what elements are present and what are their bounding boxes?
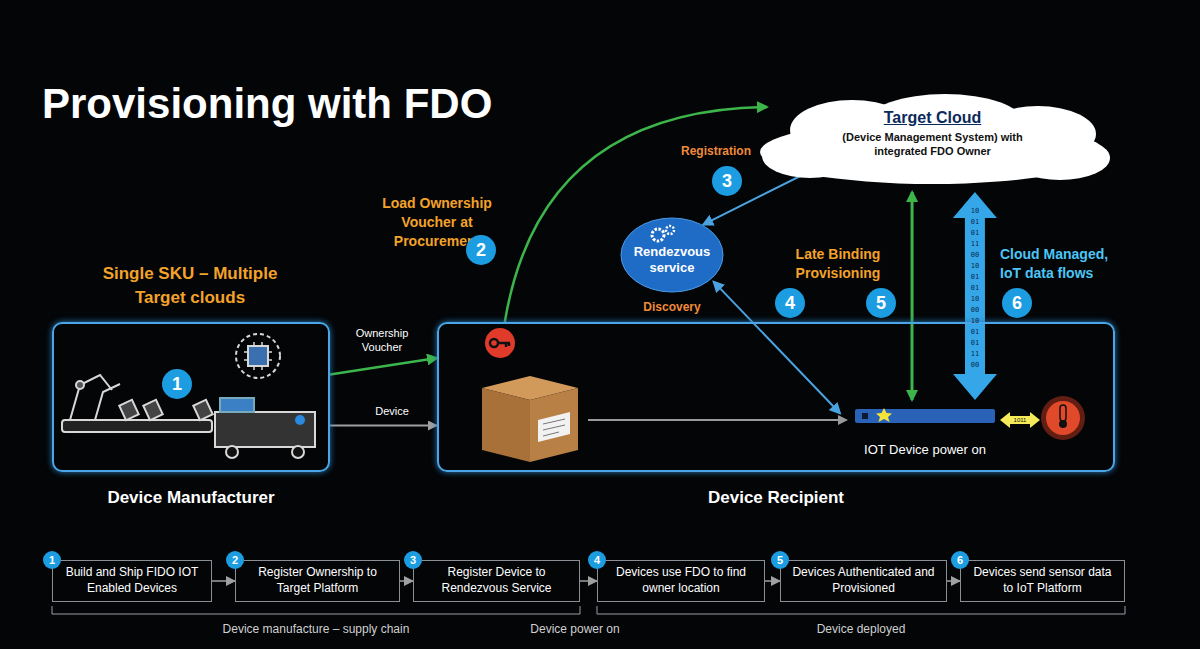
sensor-icon — [1041, 396, 1085, 440]
cloud-shape: Target Cloud (Device Management System) w… — [740, 92, 1125, 192]
callout-number: 1 — [162, 369, 192, 399]
callout-number: 5 — [866, 288, 896, 318]
recipient-panel: Device RecipientIOT Device power on — [437, 322, 1115, 472]
process-box: Register Device to Rendezvous Service — [413, 560, 580, 602]
binary-data: 1011 — [1010, 415, 1030, 425]
node-text: Device Manufacturer — [54, 488, 328, 508]
callout-number: 4 — [588, 551, 606, 569]
data-link-arrow — [1000, 412, 1040, 428]
callout-number: 6 — [1002, 288, 1032, 318]
factory-illustration — [62, 334, 315, 458]
package-box — [482, 376, 578, 462]
callout-number: 3 — [712, 166, 742, 196]
process-box: Devices Authenticated and Provisioned — [780, 560, 947, 602]
connector-arrow — [330, 358, 437, 375]
node-text: Register Device to Rendezvous Service — [420, 565, 573, 596]
edge-label: Device — [362, 404, 422, 418]
phase-label: Device deployed — [597, 622, 1125, 636]
node-text: Build and Ship FIDO IOT Enabled Devices — [59, 565, 205, 596]
callout-number: 2 — [226, 551, 244, 569]
connector-arrow — [330, 425, 437, 427]
connector-arrow — [580, 580, 597, 582]
node-subtext: (Device Management System) with integrat… — [842, 131, 1023, 159]
step-label: Cloud Managed, IoT data flows — [1000, 245, 1130, 283]
diagram-title: Provisioning with FDO — [42, 80, 492, 128]
node-text: Devices send sensor data to IoT Platform — [967, 565, 1118, 596]
phase-bracket — [52, 606, 1125, 614]
process-box: Build and Ship FIDO IOT Enabled Devices — [52, 560, 212, 602]
node-text: Device Recipient — [439, 488, 1113, 508]
node-text: Devices use FDO to find owner location — [604, 565, 758, 596]
callout-number: 5 — [771, 551, 789, 569]
tagline: Single SKU – Multiple Target clouds — [95, 262, 285, 310]
process-box: Devices send sensor data to IoT Platform — [960, 560, 1125, 602]
process-box: Register Ownership to Target Platform — [235, 560, 400, 602]
connector-arrow — [947, 580, 960, 582]
node-text: Rendezvous service — [620, 244, 724, 275]
callout-number: 4 — [775, 288, 805, 318]
step-label: Registration — [680, 144, 752, 158]
step-label: Late Binding Provisioning — [778, 245, 898, 283]
node-text: Devices Authenticated and Provisioned — [787, 565, 940, 596]
voucher-key-icon — [485, 328, 515, 358]
callout-number: 2 — [466, 235, 496, 265]
cloud-lobe — [1010, 136, 1110, 180]
connector-arrow — [714, 282, 840, 414]
connector-arrow — [505, 107, 767, 322]
connector-arrow — [765, 580, 780, 582]
service-ellipse: Rendezvous service — [620, 217, 724, 293]
iot-device — [855, 408, 995, 423]
gear-icon — [666, 226, 674, 234]
node-text: Target Cloud — [802, 109, 1063, 127]
process-box: Devices use FDO to find owner location — [597, 560, 765, 602]
binary-data: 10 01 01 11 00 10 01 01 10 00 10 01 01 1… — [968, 206, 982, 371]
connector-arrow — [911, 192, 914, 400]
service-ellipse-fill — [621, 218, 723, 292]
manufacturer-panel: Device Manufacturer — [52, 322, 330, 472]
connector-arrow — [212, 580, 235, 582]
connector-arrow — [400, 580, 413, 582]
node-text: IOT Device power on — [840, 442, 1010, 457]
shipping-arrow — [588, 415, 848, 425]
callout-number: 6 — [951, 551, 969, 569]
node-text: Register Ownership to Target Platform — [242, 565, 393, 596]
phase-label: Device manufacture – supply chain — [52, 622, 580, 636]
gear-icon — [652, 229, 664, 241]
device-node: IOT Device power on — [840, 400, 1010, 466]
phase-label: Device power on — [500, 622, 650, 636]
callout-number: 3 — [404, 551, 422, 569]
callout-number: 1 — [43, 551, 61, 569]
step-label: Discovery — [638, 300, 706, 314]
data-flow-arrow — [953, 192, 997, 400]
edge-label: Ownership Voucher — [342, 326, 422, 355]
